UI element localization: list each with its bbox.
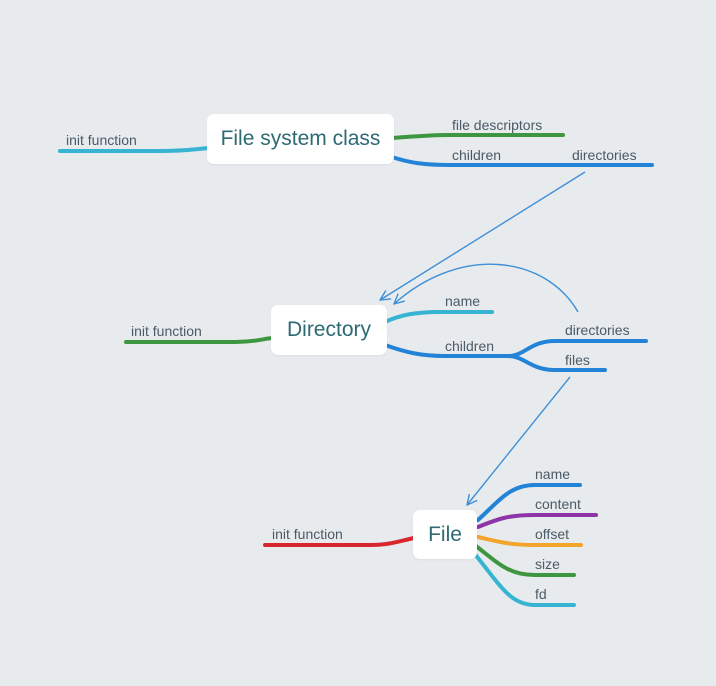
file-fd-connector[interactable] [472,551,576,607]
directory-init-connector[interactable] [124,336,274,344]
file-name-label[interactable]: name [535,466,571,482]
directory-files-label[interactable]: files [565,352,590,368]
directory-name-label[interactable]: name [445,293,481,309]
directory-files-connector[interactable] [506,354,607,372]
filesystem-init-label[interactable]: init function [66,132,137,148]
filesystem-file-descriptors-connector[interactable] [390,133,565,140]
relation-arrow-files-to-file[interactable] [467,376,571,505]
file-offset-connector[interactable] [476,535,583,547]
directory-children-label[interactable]: children [445,338,495,354]
filesystem-directories-label[interactable]: directories [572,147,637,163]
file-node[interactable]: File [413,510,477,559]
file-size-connector[interactable] [474,544,576,577]
directory-children-connector[interactable] [383,343,510,358]
file-content-connector[interactable] [476,513,598,529]
file-offset-label[interactable]: offset [535,526,569,542]
relation-arrow-directory-self-loop[interactable] [394,263,579,313]
filesystem-children-connector[interactable] [390,155,517,167]
filesystem-class-node[interactable]: File system class [207,114,394,164]
file-size-label[interactable]: size [535,556,560,572]
filesystem-class-title: File system class [220,127,381,150]
filesystem-file-descriptors-label[interactable]: file descriptors [452,117,543,133]
file-init-label[interactable]: init function [272,526,343,542]
directory-title: Directory [286,318,371,341]
directory-name-connector[interactable] [383,310,494,324]
directory-node[interactable]: Directory [271,305,387,355]
file-name-connector[interactable] [476,483,582,522]
directory-directories-label[interactable]: directories [565,322,630,338]
file-content-label[interactable]: content [535,496,581,512]
relation-arrow-directories-to-directory[interactable] [380,171,586,300]
directory-init-label[interactable]: init function [131,323,202,339]
filesystem-children-label[interactable]: children [452,147,502,163]
file-title: File [428,522,462,546]
filesystem-init-connector[interactable] [58,146,212,153]
file-fd-label[interactable]: fd [535,586,547,602]
file-init-connector[interactable] [263,536,416,547]
